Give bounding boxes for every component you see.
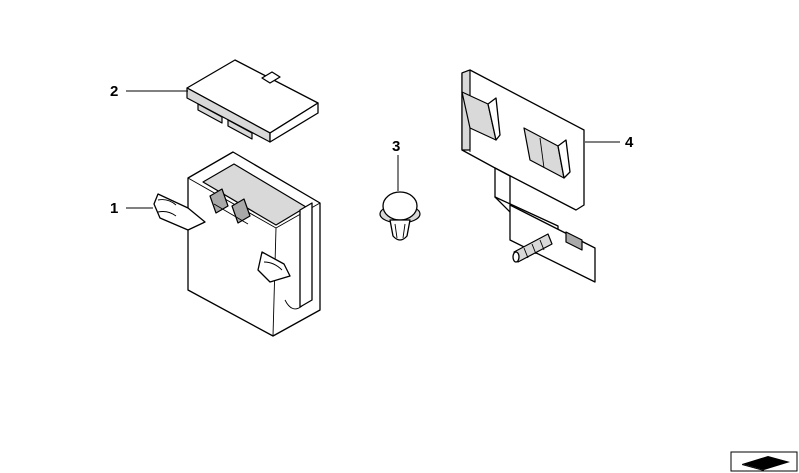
catalog-page-icon — [730, 451, 798, 472]
callout-3: 3 — [392, 138, 400, 155]
callout-4: 4 — [625, 134, 634, 151]
part-4-holder-plate[interactable] — [461, 69, 596, 283]
part-1-bracket[interactable] — [153, 151, 321, 337]
callout-1: 1 — [110, 200, 118, 217]
part-2-cover[interactable] — [186, 59, 319, 143]
callout-2: 2 — [110, 83, 118, 100]
part-3-clip[interactable] — [379, 191, 421, 241]
